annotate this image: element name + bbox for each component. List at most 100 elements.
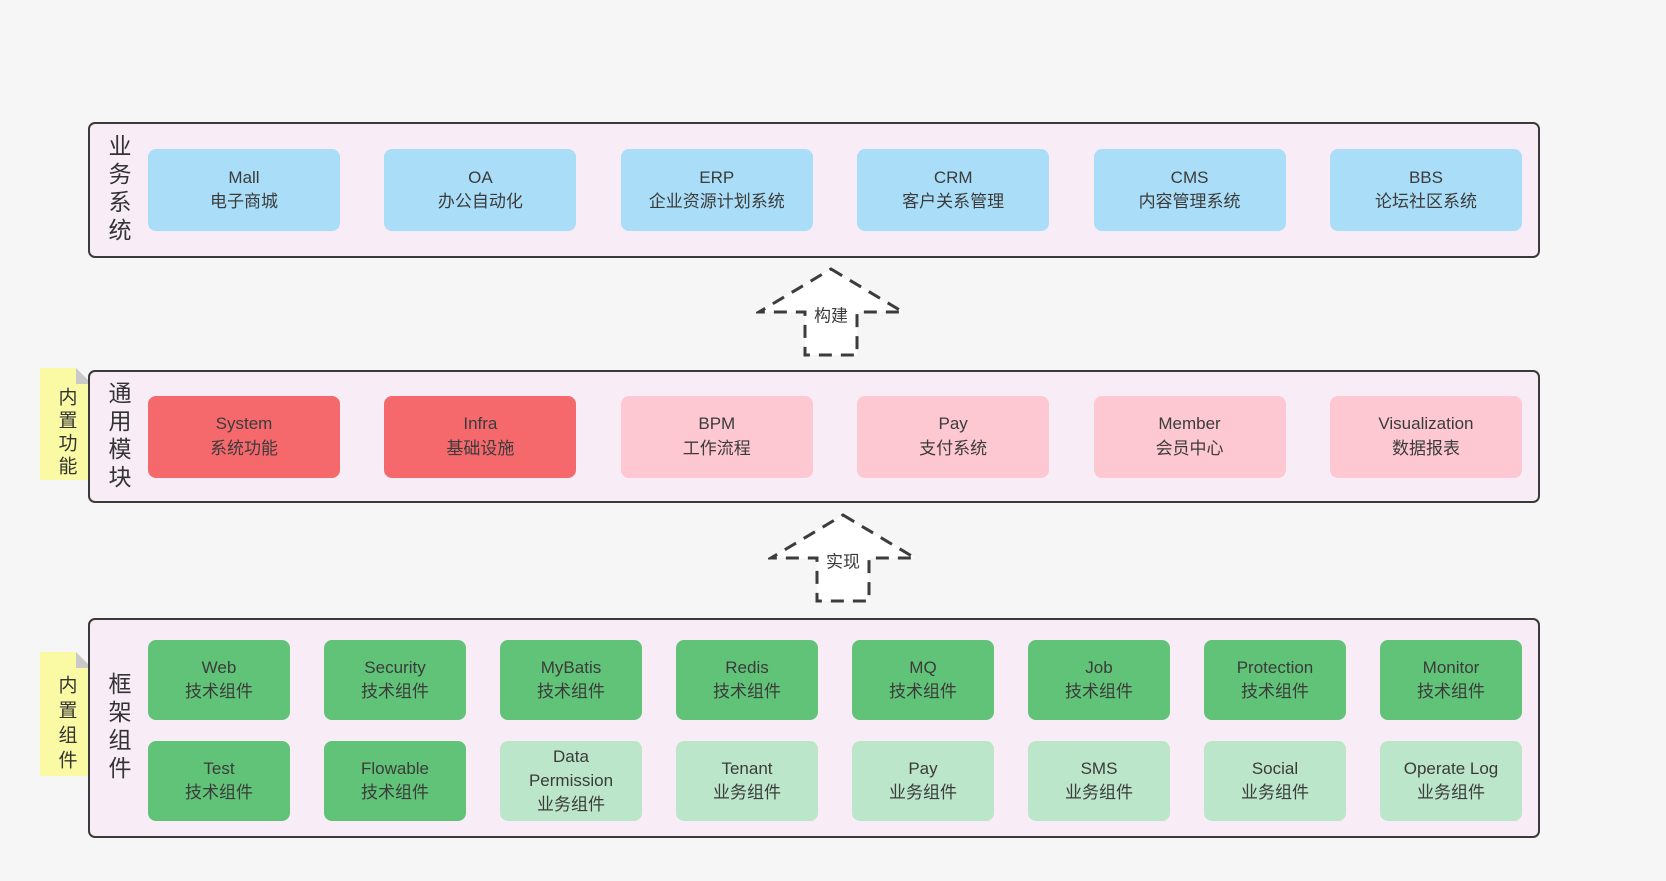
- box-redis: Redis 技术组件: [676, 640, 818, 720]
- box-test: Test 技术组件: [148, 741, 290, 821]
- box-mall: Mall 电子商城: [148, 149, 340, 231]
- note-built-in-features: 内置功能: [40, 368, 92, 480]
- box-name: CRM: [933, 167, 973, 187]
- box-crm: CRM 客户关系管理: [857, 149, 1050, 231]
- box-infra: Infra 基础设施: [384, 395, 577, 478]
- box-desc: 数据报表: [1391, 438, 1460, 458]
- box-name: MyBatis: [540, 657, 602, 677]
- box-name: SMS: [1080, 758, 1118, 778]
- box-desc: 支付系统: [919, 438, 988, 458]
- box-name: Pay: [938, 414, 968, 434]
- box-desc: 会员中心: [1155, 438, 1224, 458]
- box-desc: 业务组件: [713, 783, 781, 802]
- box-mybatis: MyBatis 技术组件: [500, 640, 642, 720]
- box-name: BBS: [1408, 167, 1443, 187]
- box-name: Web: [201, 657, 237, 677]
- box-bbs: BBS 论坛社区系统: [1329, 149, 1522, 231]
- box-desc: 基础设施: [446, 438, 515, 458]
- box-name: Social: [1251, 758, 1299, 778]
- box-pay-component: Pay 业务组件: [852, 741, 994, 821]
- box-name: Operate Log: [1403, 758, 1499, 778]
- box-tenant: Tenant 业务组件: [676, 741, 818, 821]
- band-business-systems: 业务系统 Mall 电子商城 OA 办公自动化 ERP 企业资源计划系统 CRM…: [88, 122, 1540, 258]
- business-systems-row: Mall 电子商城 OA 办公自动化 ERP 企业资源计划系统 CRM 客户关系…: [148, 124, 1522, 256]
- box-desc: 电子商城: [210, 192, 278, 211]
- box-desc: 技术组件: [1065, 682, 1133, 701]
- build-arrow-label: 构建: [812, 301, 850, 327]
- box-desc: 技术组件: [1241, 682, 1309, 701]
- box-desc: 业务组件: [537, 795, 605, 815]
- box-desc: 技术组件: [1417, 682, 1485, 701]
- implement-arrow: 实现: [768, 512, 918, 604]
- box-name: Flowable: [360, 758, 430, 778]
- box-name: Redis: [725, 657, 769, 677]
- box-name: System: [215, 414, 273, 434]
- box-desc: 技术组件: [713, 682, 781, 701]
- framework-components-grid: Web 技术组件 Security 技术组件 MyBatis 技术组件 Redi…: [148, 640, 1522, 821]
- box-sms: SMS 业务组件: [1028, 741, 1170, 821]
- box-mq: MQ 技术组件: [852, 640, 994, 720]
- framework-row-2: Test 技术组件 Flowable 技术组件 Data Permission …: [148, 741, 1522, 821]
- box-desc: 业务组件: [889, 783, 957, 802]
- box-job: Job 技术组件: [1028, 640, 1170, 720]
- box-name: Mall: [228, 167, 260, 187]
- box-name: Protection: [1236, 657, 1314, 677]
- box-name: Tenant: [721, 758, 773, 778]
- box-desc: 技术组件: [185, 783, 253, 802]
- box-name: Infra: [463, 414, 498, 434]
- box-desc: 客户关系管理: [902, 192, 1005, 211]
- box-operate-log: Operate Log 业务组件: [1380, 741, 1522, 821]
- box-cms: CMS 内容管理系统: [1093, 149, 1286, 231]
- box-social: Social 业务组件: [1204, 741, 1346, 821]
- note-built-in-components: 内置组件: [40, 652, 92, 776]
- framework-row-1: Web 技术组件 Security 技术组件 MyBatis 技术组件 Redi…: [148, 640, 1522, 720]
- box-desc: 系统功能: [210, 438, 278, 458]
- box-desc: 技术组件: [185, 682, 253, 701]
- box-name: MQ: [909, 657, 937, 677]
- box-desc: 业务组件: [1417, 783, 1485, 802]
- box-desc: 技术组件: [361, 682, 429, 701]
- box-monitor: Monitor 技术组件: [1380, 640, 1522, 720]
- box-desc: 技术组件: [537, 682, 605, 701]
- box-desc: 技术组件: [889, 682, 957, 701]
- box-name: CMS: [1170, 167, 1209, 187]
- box-protection: Protection 技术组件: [1204, 640, 1346, 720]
- box-name: Monitor: [1422, 657, 1480, 677]
- box-erp: ERP 企业资源计划系统: [620, 149, 813, 231]
- band-common-modules-label: 通用模块: [105, 380, 131, 493]
- box-desc: 业务组件: [1241, 783, 1309, 802]
- box-name: Security: [364, 657, 426, 677]
- box-web: Web 技术组件: [148, 640, 290, 720]
- box-desc: 技术组件: [361, 783, 429, 802]
- box-desc: 内容管理系统: [1138, 192, 1241, 211]
- box-flowable: Flowable 技术组件: [324, 741, 466, 821]
- note-label: 内置功能: [55, 387, 77, 479]
- box-member: Member 会员中心: [1093, 395, 1286, 478]
- box-name: ERP: [699, 167, 735, 187]
- implement-arrow-label: 实现: [824, 547, 862, 573]
- build-arrow: 构建: [756, 266, 906, 358]
- note-label: 内置组件: [55, 675, 77, 775]
- box-system: System 系统功能: [148, 395, 340, 478]
- band-common-modules: 通用模块 System 系统功能 Infra 基础设施 BPM 工作流程 Pay…: [88, 370, 1540, 503]
- box-desc: 企业资源计划系统: [648, 192, 785, 211]
- common-modules-row: System 系统功能 Infra 基础设施 BPM 工作流程 Pay 支付系统…: [148, 372, 1522, 501]
- box-bpm: BPM 工作流程: [620, 395, 813, 478]
- box-visualization: Visualization 数据报表: [1329, 395, 1522, 478]
- box-name: Job: [1085, 657, 1113, 677]
- box-name: Member: [1158, 414, 1221, 434]
- box-name: Data Permission: [528, 746, 614, 790]
- band-framework-components-label: 框架组件: [105, 672, 131, 784]
- box-name: OA: [468, 167, 493, 187]
- box-oa: OA 办公自动化: [384, 149, 577, 231]
- box-name: BPM: [698, 414, 736, 434]
- box-pay-module: Pay 支付系统: [857, 395, 1050, 478]
- box-desc: 办公自动化: [437, 192, 523, 211]
- band-business-systems-label: 业务系统: [105, 134, 131, 246]
- box-desc: 论坛社区系统: [1374, 192, 1477, 211]
- box-security: Security 技术组件: [324, 640, 466, 720]
- box-desc: 业务组件: [1065, 783, 1133, 802]
- box-data-permission: Data Permission 业务组件: [500, 741, 642, 821]
- box-name: Visualization: [1378, 414, 1474, 434]
